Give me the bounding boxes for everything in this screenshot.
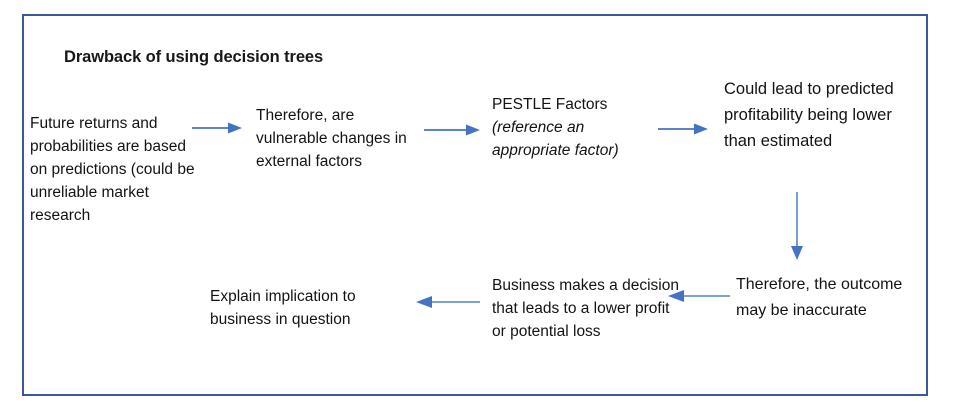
arrow-pestle-to-couldlead — [658, 121, 708, 137]
node-therefore-outcome: Therefore, the outcome may be inaccurate — [736, 276, 903, 319]
node-could-lead-to: Could lead to predicted profitability be… — [724, 80, 894, 150]
node-pestle-italic: (reference an appropriate factor) — [492, 119, 619, 159]
arrow-therefore-to-pestle — [424, 122, 480, 138]
arrow-couldlead-to-outcome — [788, 192, 806, 260]
node-future-returns: Future returns and probabilities are bas… — [30, 115, 195, 224]
arrow-future-to-therefore — [192, 120, 242, 136]
node-pestle-heading: PESTLE Factors — [492, 96, 608, 113]
arrow-outcome-to-business — [668, 288, 730, 304]
page-title: Drawback of using decision trees — [64, 48, 324, 66]
diagram-panel: Drawback of using decision trees — [22, 14, 928, 396]
arrow-business-to-explain — [416, 294, 480, 310]
node-business-decision: Business makes a decision that leads to … — [492, 277, 679, 340]
node-pestle-factors: PESTLE Factors (reference an appropriate… — [492, 93, 652, 162]
node-explain-implication: Explain implication to business in quest… — [210, 288, 356, 328]
node-therefore-vulnerable: Therefore, are vulnerable changes in ext… — [256, 107, 407, 170]
